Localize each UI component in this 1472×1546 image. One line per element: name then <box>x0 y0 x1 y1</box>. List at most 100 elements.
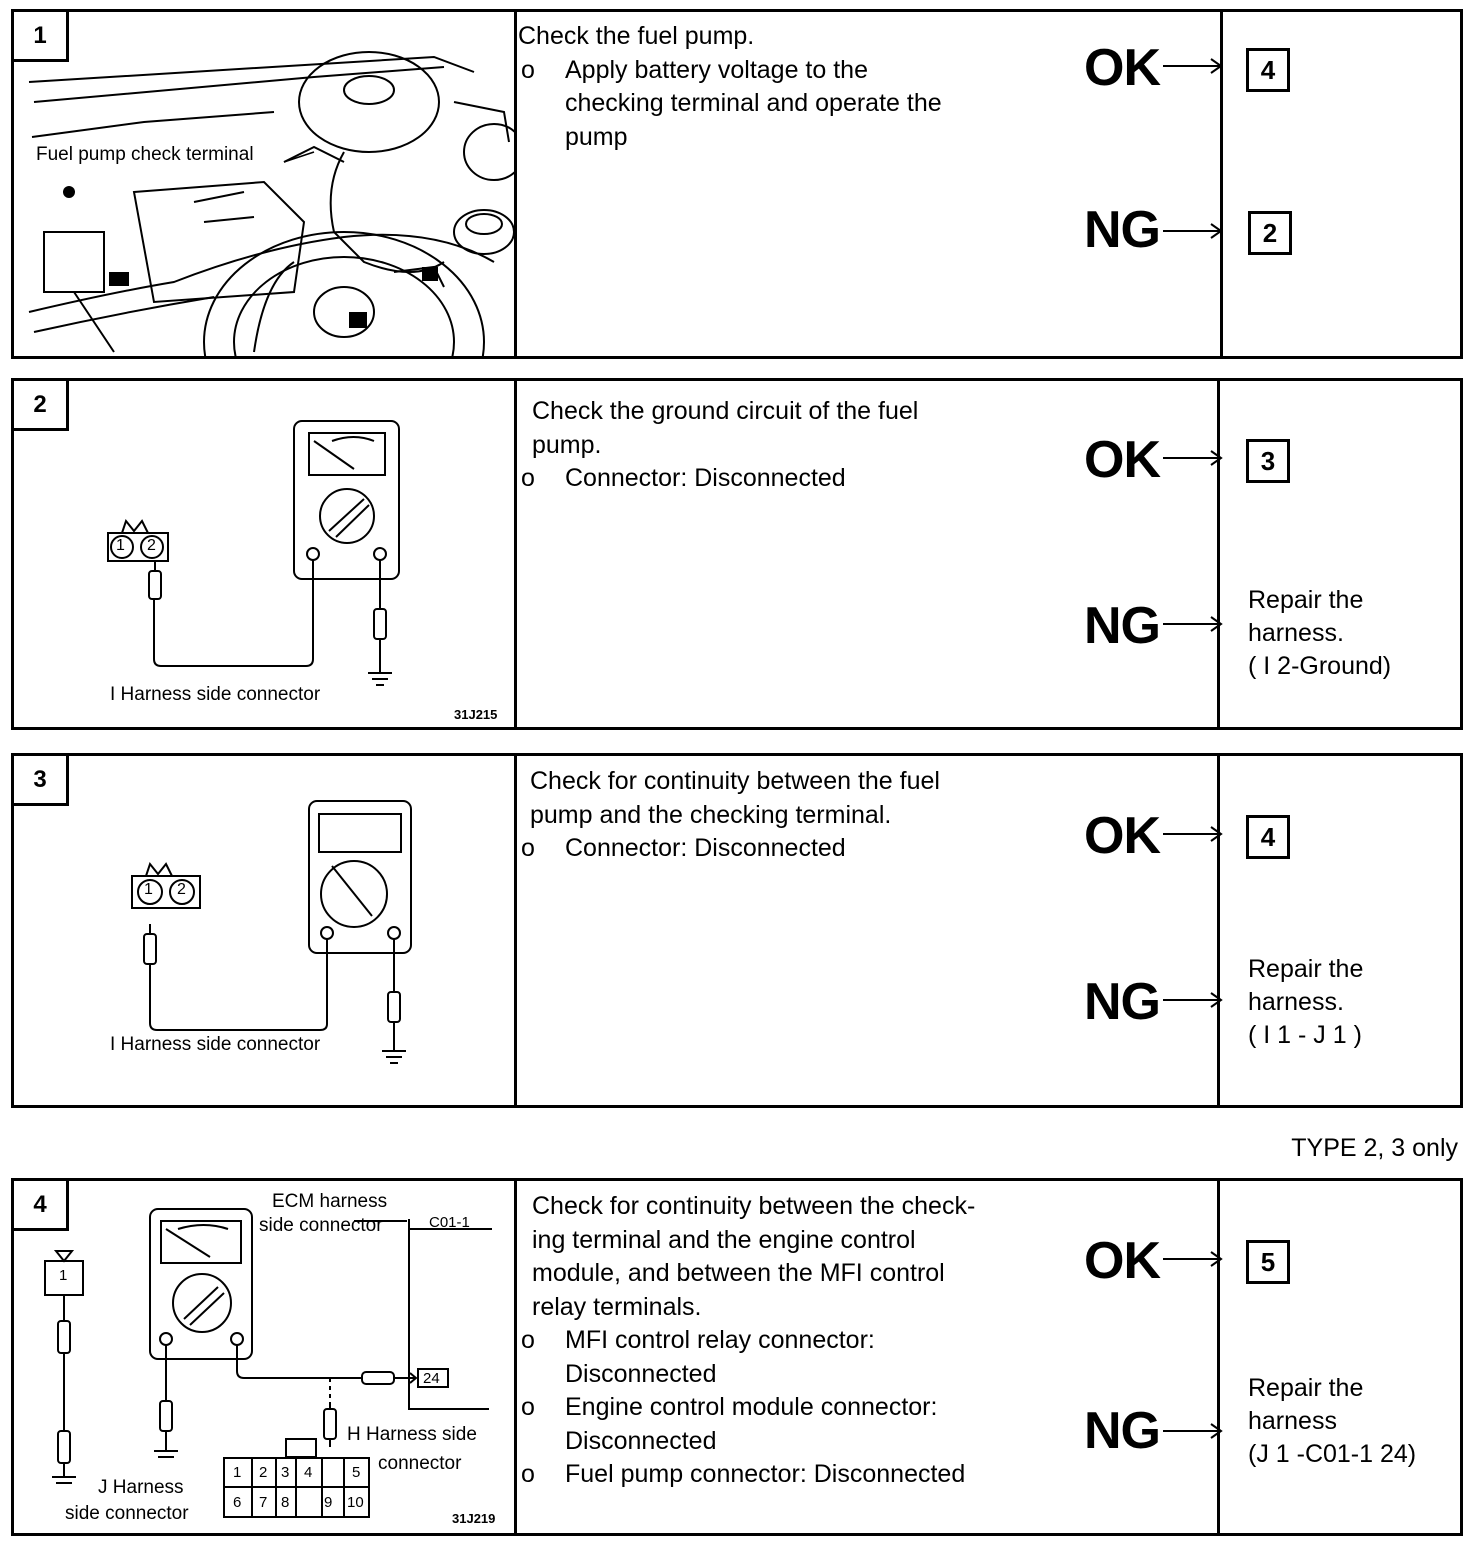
connector-pin-1: 1 <box>116 537 125 554</box>
bullet-item: o MFI control relay connector: Disconnec… <box>518 1324 1072 1391</box>
j-harness-label-line-1: J Harness <box>98 1477 184 1498</box>
step-title-line: ing terminal and the engine control <box>532 1225 916 1254</box>
ng-action-line: harness. <box>1248 988 1344 1016</box>
step-3-panel: 3 1 2 <box>11 753 1463 1108</box>
step-2-results <box>1217 381 1460 727</box>
step-number: 1 <box>14 12 69 62</box>
ng-action-line: ( I 2-Ground) <box>1248 652 1392 680</box>
bullet-line: Connector: Disconnected <box>565 834 846 862</box>
ok-arrow-icon <box>1163 1251 1223 1267</box>
figure-code: 31J215 <box>454 707 498 722</box>
bullet-item: o Connector: Disconnected <box>518 832 1050 866</box>
step-3-figure: 3 1 2 <box>14 756 517 1105</box>
ecm-continuity-diagram <box>44 1208 492 1518</box>
step-title-line: pump. <box>532 430 602 459</box>
connector-pin-2: 2 <box>177 881 186 898</box>
ok-step-reference: 3 <box>1246 439 1290 483</box>
j-connector-pin-1: 1 <box>59 1267 68 1284</box>
ok-arrow-icon <box>1163 826 1223 842</box>
bullet-marker: o <box>521 834 535 862</box>
ecm-label-line-2: side connector <box>259 1215 383 1236</box>
bullet-line: checking terminal and operate the <box>565 89 942 117</box>
step-4-panel: 4 <box>11 1178 1463 1536</box>
ok-arrow-icon <box>1163 58 1223 74</box>
ng-action-text: Repair the harness. ( I 2-Ground) <box>1248 584 1391 683</box>
ng-arrow-icon <box>1163 223 1223 239</box>
bullet-line: pump <box>565 122 628 151</box>
ng-arrow-icon <box>1163 992 1223 1008</box>
ok-label: OK <box>1084 39 1161 97</box>
bullet-line: Apply battery voltage to the <box>565 55 868 84</box>
figure-code: 31J219 <box>452 1511 496 1526</box>
step-1-description: Check the fuel pump. o Apply battery vol… <box>518 20 1038 154</box>
bullet-item: o Engine control module connector: Disco… <box>518 1391 1072 1458</box>
step-3-results <box>1217 756 1460 1105</box>
step-title-line: relay terminals. <box>532 1292 702 1321</box>
ok-label: OK <box>1084 1232 1161 1290</box>
ok-label: OK <box>1084 431 1161 489</box>
step-number: 3 <box>14 756 69 806</box>
bullet-line: Disconnected <box>565 1426 717 1455</box>
step-2-description: Check the ground circuit of the fuel pum… <box>521 395 1052 496</box>
step-title: Check the fuel pump. <box>518 22 755 50</box>
engine-bay-illustration <box>28 51 514 356</box>
j-harness-label-line-2: side connector <box>65 1503 189 1524</box>
bullet-marker: o <box>521 464 535 492</box>
h-pin: 1 <box>233 1464 242 1481</box>
connector-pin-1: 1 <box>144 881 153 898</box>
bullet-line: MFI control relay connector: <box>565 1326 875 1354</box>
multimeter-continuity-diagram <box>131 800 412 1064</box>
bullet-marker: o <box>521 1460 535 1488</box>
h-pin: 6 <box>233 1494 242 1511</box>
connector-pin-circles <box>137 879 195 905</box>
ng-action-line: ( I 1 - J 1 ) <box>1248 1021 1362 1049</box>
bullet-line: Connector: Disconnected <box>565 464 846 492</box>
bullet-line: Fuel pump connector: Disconnected <box>565 1460 966 1488</box>
ng-action-line: Repair the <box>1248 1374 1364 1402</box>
h-pin: 5 <box>352 1464 361 1481</box>
ok-label: OK <box>1084 807 1161 865</box>
ng-label: NG <box>1084 201 1161 259</box>
step-title-line: Check the ground circuit of the fuel <box>532 397 919 425</box>
h-harness-label-line-1: H Harness side <box>347 1424 477 1445</box>
step-2-figure: 2 1 <box>14 381 517 727</box>
step-4-results <box>1217 1181 1460 1533</box>
ng-action-line: harness <box>1248 1407 1337 1435</box>
ng-action-line: Repair the <box>1248 586 1364 614</box>
ng-label: NG <box>1084 597 1161 655</box>
step-2-panel: 2 1 <box>11 378 1463 730</box>
bullet-line: Disconnected <box>565 1359 717 1388</box>
bullet-marker: o <box>521 55 535 84</box>
step-number: 2 <box>14 381 69 431</box>
ng-action-line: Repair the <box>1248 955 1364 983</box>
connector-pin-2: 2 <box>147 537 156 554</box>
step-title-line: Check for continuity between the fuel <box>530 767 940 795</box>
h-pin: 2 <box>259 1464 268 1481</box>
h-pin: 10 <box>347 1494 364 1511</box>
ng-action-text: Repair the harness. ( I 1 - J 1 ) <box>1248 953 1363 1052</box>
ok-arrow-icon <box>1163 450 1223 466</box>
connector-pin-circles <box>110 535 164 559</box>
step-4-description: Check for continuity between the check- … <box>521 1190 1072 1492</box>
step-title-line: pump and the checking terminal. <box>530 800 892 829</box>
multimeter-ground-diagram <box>107 420 400 686</box>
h-pin: 4 <box>304 1464 313 1481</box>
ecm-pin-24-label: 24 <box>423 1370 440 1387</box>
h-pin: 7 <box>259 1494 268 1511</box>
bullet-item: o Connector: Disconnected <box>518 462 1052 496</box>
h-harness-label-line-2: connector <box>378 1453 462 1474</box>
c01-connector-label: C01-1 <box>429 1214 470 1231</box>
step-1-panel: 1 <box>11 9 1463 359</box>
step-4-figure: 4 <box>14 1181 517 1533</box>
step-1-figure: 1 <box>14 12 517 356</box>
h-pin: 3 <box>281 1464 290 1481</box>
bullet-item: o Fuel pump connector: Disconnected <box>518 1458 1072 1492</box>
ng-action-text: Repair the harness (J 1 -C01-1 24) <box>1248 1372 1416 1471</box>
ok-step-reference: 5 <box>1246 1240 1290 1284</box>
ng-label: NG <box>1084 973 1161 1031</box>
step-title-line: module, and between the MFI control <box>532 1259 945 1287</box>
harness-side-connector-label: I Harness side connector <box>110 684 321 705</box>
ng-label: NG <box>1084 1402 1161 1460</box>
ng-arrow-icon <box>1163 1423 1223 1439</box>
ng-arrow-icon <box>1163 616 1223 632</box>
